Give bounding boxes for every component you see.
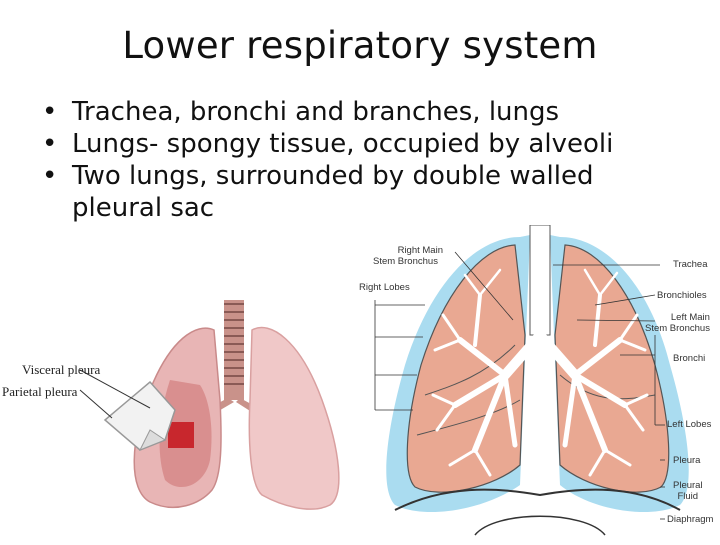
label-line: Right Main	[373, 245, 443, 256]
bullet-item: • Trachea, bronchi and branches, lungs	[40, 96, 660, 128]
label-left-lobes: Left Lobes	[667, 419, 711, 430]
label-line: Stem Bronchus	[373, 256, 443, 267]
label-diaphragm: Diaphragm	[667, 514, 713, 525]
label-line: Fluid	[673, 491, 703, 502]
diaphragm-arc	[475, 516, 605, 535]
label-pleural-fluid: Pleural Fluid	[673, 480, 703, 502]
label-right-lobes: Right Lobes	[359, 282, 410, 293]
lungs-diagram: Right Main Stem Bronchus Right Lobes Tra…	[355, 225, 720, 540]
bullet-text-line-2: pleural sac	[72, 193, 214, 223]
label-line: Left Main	[645, 312, 710, 323]
bullet-text: Lungs- spongy tissue, occupied by alveol…	[72, 129, 613, 159]
label-bronchi: Bronchi	[673, 353, 705, 364]
lungs-diagram-svg	[355, 225, 720, 540]
label-parietal-pleura: Parietal pleura	[2, 384, 77, 400]
bullet-dot: •	[42, 96, 57, 128]
cutaway-tissue	[168, 422, 194, 448]
slide-title: Lower respiratory system	[0, 24, 720, 67]
pleura-illustration-svg	[0, 290, 370, 540]
bullet-dot: •	[42, 128, 57, 160]
label-visceral-pleura: Visceral pleura	[22, 362, 100, 378]
label-pleura: Pleura	[673, 455, 700, 466]
pleura-illustration: Visceral pleura Parietal pleura	[0, 290, 370, 540]
bullet-item: • Lungs- spongy tissue, occupied by alveo…	[40, 128, 660, 160]
label-left-main-stem-bronchus: Left Main Stem Bronchus	[645, 312, 710, 334]
bullet-dot: •	[42, 160, 57, 192]
bullet-list: • Trachea, bronchi and branches, lungs • L…	[40, 96, 660, 224]
label-line: Pleural	[673, 480, 703, 491]
label-bronchioles: Bronchioles	[657, 290, 707, 301]
trachea	[530, 225, 550, 335]
label-line: Stem Bronchus	[645, 323, 710, 334]
left-lung-shape	[249, 328, 339, 510]
bullet-text: Trachea, bronchi and branches, lungs	[72, 97, 559, 127]
label-right-main-stem-bronchus: Right Main Stem Bronchus	[373, 245, 443, 267]
bullet-text-line-1: Two lungs, surrounded by double walled	[72, 161, 593, 191]
label-trachea: Trachea	[673, 259, 708, 270]
